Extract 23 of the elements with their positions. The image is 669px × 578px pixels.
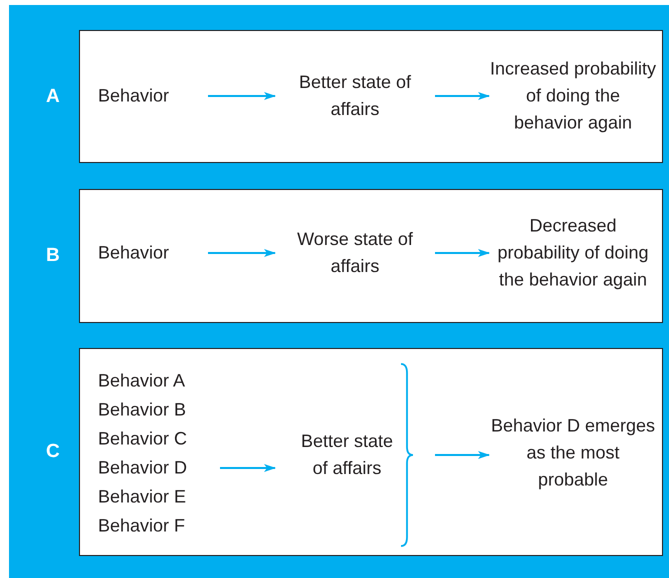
node-text: Increased probability of doing the behavior again bbox=[489, 56, 657, 136]
node-text: Behavior A bbox=[98, 368, 220, 394]
node-text: Behavior B bbox=[98, 396, 220, 424]
node-text: Behavior D bbox=[98, 454, 220, 482]
node-text: Behavior F bbox=[98, 512, 220, 540]
arrow bbox=[435, 249, 490, 257]
node-text: Better state of affairs bbox=[275, 69, 435, 123]
node-text: Decreased probability of doing the behavior again bbox=[489, 212, 657, 294]
node-text: Behavior bbox=[98, 240, 208, 266]
arrow bbox=[435, 92, 490, 100]
node-text: Behavior C bbox=[98, 426, 220, 452]
node-text: Worse state of affairs bbox=[275, 226, 435, 280]
node-text: Better state of affairs bbox=[300, 430, 394, 480]
node-text: Behavior E bbox=[98, 484, 220, 510]
panel-letter: A bbox=[46, 86, 60, 108]
arrow bbox=[220, 464, 276, 472]
panel-letter: B bbox=[46, 245, 60, 267]
node-text: Behavior D emerges as the most probable bbox=[489, 412, 657, 494]
arrow bbox=[435, 451, 490, 459]
node-text: Behavior bbox=[98, 82, 208, 110]
panel-letter: C bbox=[46, 441, 60, 463]
arrow bbox=[208, 92, 276, 100]
arrow bbox=[208, 249, 276, 257]
